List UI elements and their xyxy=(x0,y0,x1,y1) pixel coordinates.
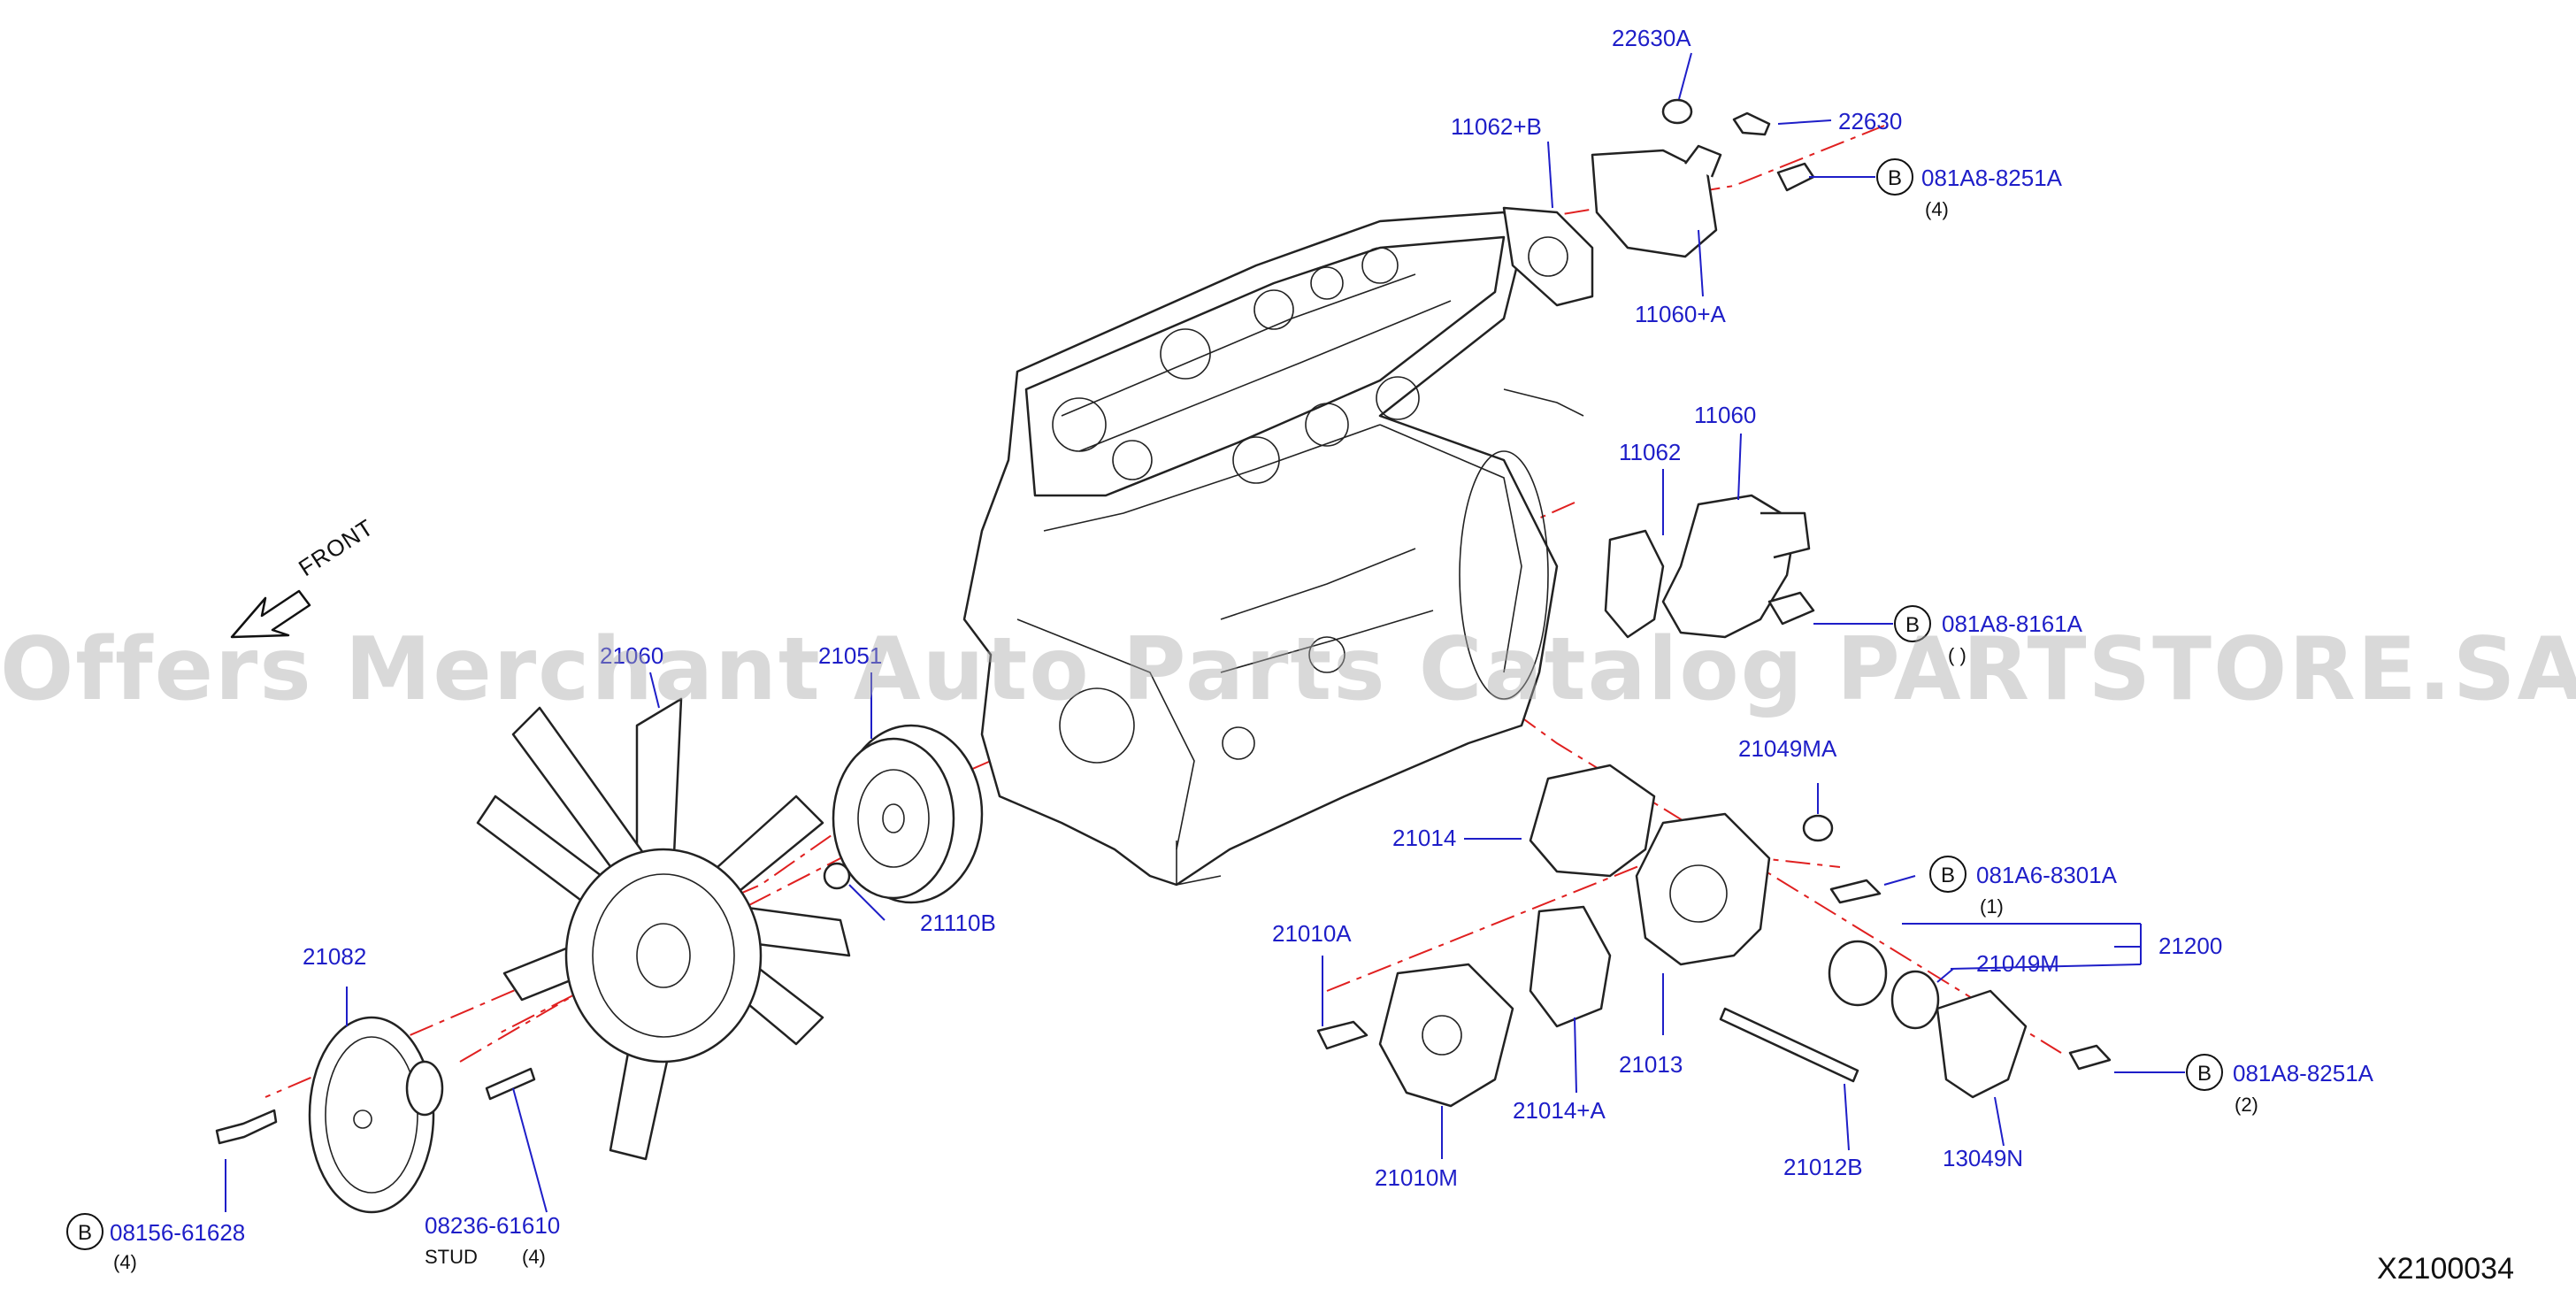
bolt-marker-081A8-8161A: B xyxy=(1894,605,1931,642)
label-21014A: 21014+A xyxy=(1513,1097,1606,1124)
pulley-illustration xyxy=(823,724,984,904)
front-arrow-icon xyxy=(230,589,311,639)
label-11060: 11060 xyxy=(1694,402,1756,428)
svg-text:B: B xyxy=(1888,166,1902,190)
label-081A6-8301A: 081A6-8301A xyxy=(1976,862,2118,888)
label-21051: 21051 xyxy=(818,642,882,669)
label-21049M: 21049M xyxy=(1976,950,2059,977)
water-pump-illustration xyxy=(1316,764,2112,1108)
water-inlet-assembly-illustration xyxy=(1604,494,1815,639)
bolt-marker-08156-61628: B xyxy=(66,1213,104,1250)
fan-coupling-illustration xyxy=(215,1016,536,1214)
label-21012B: 21012B xyxy=(1783,1154,1863,1180)
label-21014: 21014 xyxy=(1392,825,1456,851)
stud-label: STUD xyxy=(425,1246,478,1268)
bolt-marker-081A8-8251A-top: B xyxy=(1876,158,1913,196)
fan-illustration xyxy=(476,697,851,1161)
label-21082: 21082 xyxy=(303,943,366,970)
qty-08236-61610: (4) xyxy=(522,1246,546,1268)
label-21049MA: 21049MA xyxy=(1738,735,1837,762)
label-21010A: 21010A xyxy=(1272,920,1352,947)
label-081A8-8161A: 081A8-8161A xyxy=(1942,610,2083,637)
qty-081A8-8161A: ( ) xyxy=(1948,644,1966,666)
label-08156-61628: 08156-61628 xyxy=(110,1219,245,1246)
label-21010M: 21010M xyxy=(1375,1164,1458,1191)
label-21110B: 21110B xyxy=(920,910,996,936)
label-081A8-8251A-bottom: 081A8-8251A xyxy=(2233,1060,2374,1086)
qty-081A8-8251A-bottom: (2) xyxy=(2235,1094,2258,1116)
svg-text:B: B xyxy=(2197,1062,2212,1086)
bolt-marker-081A6-8301A: B xyxy=(1929,856,1966,893)
label-08236-61610: 08236-61610 xyxy=(425,1212,560,1239)
label-22630: 22630 xyxy=(1838,108,1902,134)
water-outlet-assembly-illustration xyxy=(1502,98,1815,307)
label-11062: 11062 xyxy=(1619,439,1681,465)
leader-lines xyxy=(225,52,2185,1213)
qty-08156-61628: (4) xyxy=(113,1251,137,1273)
label-11062B: 11062+B xyxy=(1451,113,1542,140)
label-21200: 21200 xyxy=(2158,933,2222,959)
qty-081A6-8301A: (1) xyxy=(1980,895,2004,918)
diagram-code: X2100034 xyxy=(2376,1252,2514,1286)
svg-text:B: B xyxy=(1941,864,1955,887)
label-081A8-8251A-top: 081A8-8251A xyxy=(1921,165,2063,191)
bolt-marker-081A8-8251A-bottom: B xyxy=(2186,1054,2223,1091)
label-21013: 21013 xyxy=(1619,1051,1683,1078)
qty-081A8-8251A-top: (4) xyxy=(1925,198,1949,220)
engine-block-illustration xyxy=(962,211,1584,887)
label-13049N: 13049N xyxy=(1943,1145,2023,1171)
label-21060: 21060 xyxy=(600,642,663,669)
label-22630A: 22630A xyxy=(1612,25,1691,51)
label-11060A: 11060+A xyxy=(1635,301,1727,327)
svg-text:B: B xyxy=(1905,613,1920,637)
svg-text:B: B xyxy=(78,1221,92,1245)
